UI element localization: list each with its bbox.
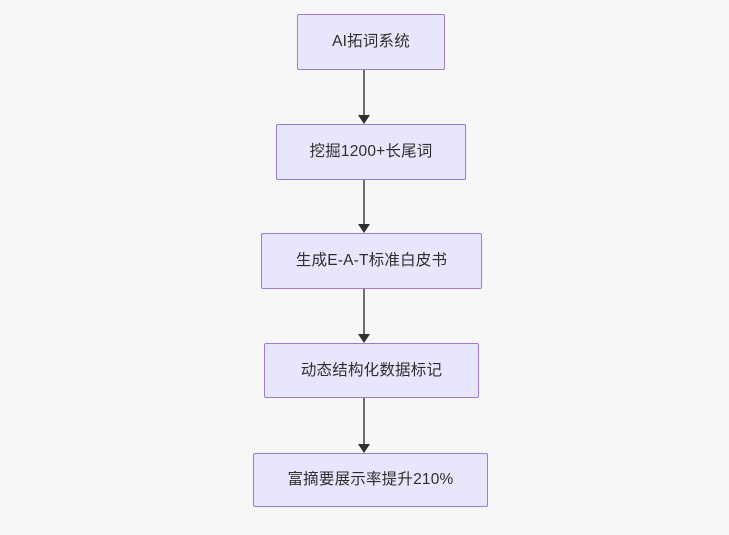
arrowhead-icon [358, 334, 370, 343]
arrowhead-icon [358, 224, 370, 233]
connector-node3-node4 [357, 289, 371, 343]
flow-node-label: 动态结构化数据标记 [300, 361, 443, 379]
arrowhead-icon [358, 444, 370, 453]
connector-node4-node5 [357, 398, 371, 453]
connector-node1-node2 [357, 70, 371, 124]
flow-node-mine-longtail-keywords[interactable]: 挖掘1200+长尾词 [276, 124, 466, 180]
flow-node-dynamic-structured-data-markup[interactable]: 动态结构化数据标记 [264, 343, 479, 398]
flow-node-rich-snippet-rate-increase[interactable]: 富摘要展示率提升210% [253, 453, 488, 507]
arrowhead-icon [358, 115, 370, 124]
flow-node-label: 挖掘1200+长尾词 [309, 143, 433, 161]
connector-line [362, 398, 366, 445]
flow-node-label: AI拓词系统 [332, 33, 410, 51]
connector-line [362, 70, 366, 116]
flow-node-label: 富摘要展示率提升210% [287, 471, 454, 489]
connector-line [362, 180, 366, 225]
connector-line [362, 289, 366, 335]
flow-node-ai-keyword-system[interactable]: AI拓词系统 [297, 14, 445, 70]
flow-node-label: 生成E-A-T标准白皮书 [295, 252, 448, 270]
connector-node2-node3 [357, 180, 371, 233]
flow-node-generate-eat-whitepaper[interactable]: 生成E-A-T标准白皮书 [261, 233, 482, 289]
